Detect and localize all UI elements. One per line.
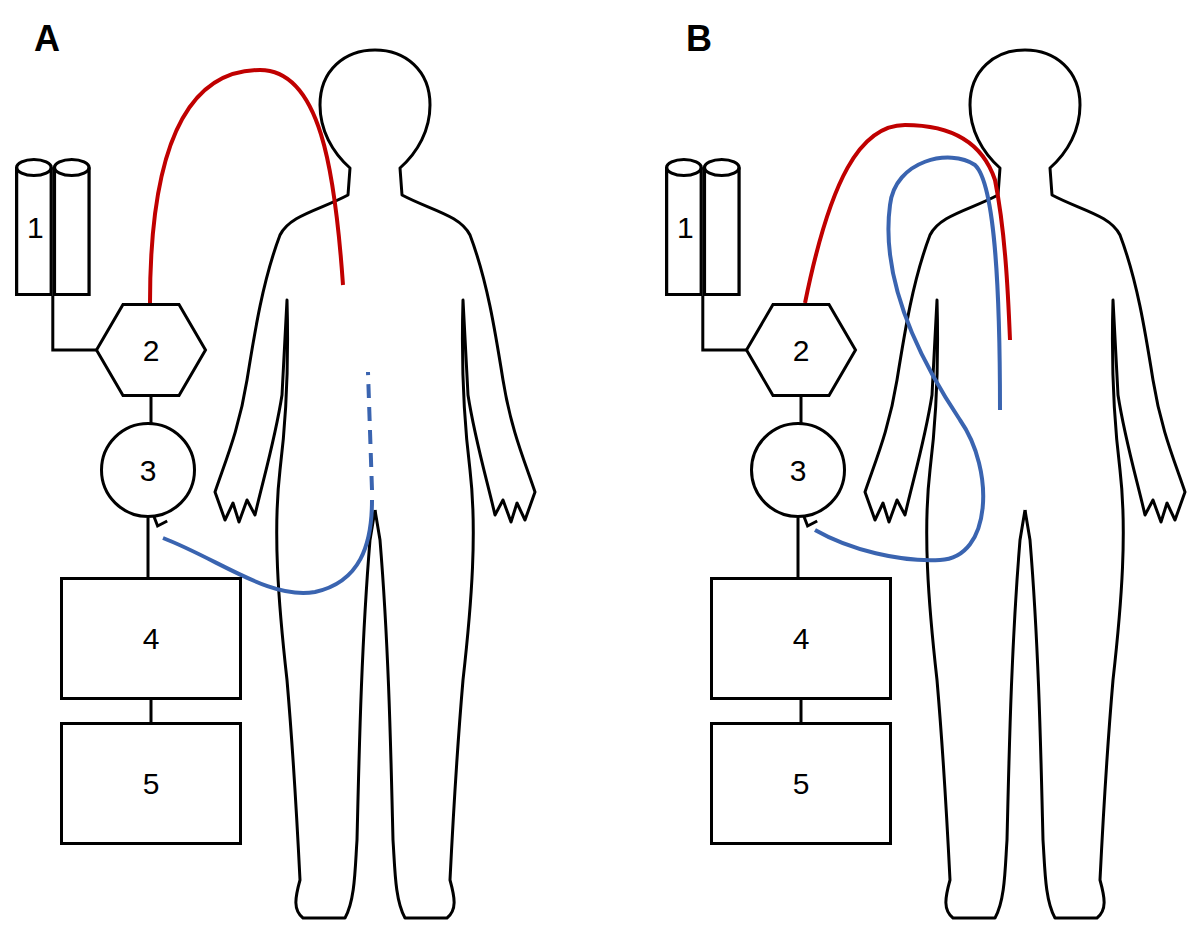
tube-connector — [150, 700, 153, 723]
callout-number: 1 — [27, 211, 44, 244]
panel-label: A — [34, 18, 60, 60]
callout-number: 4 — [793, 622, 810, 655]
tube-connector — [147, 518, 150, 578]
arterial-cannula — [805, 125, 1010, 340]
oxygenator-hexagon: 2 — [745, 303, 857, 397]
tube-connector — [703, 296, 747, 350]
arterial-cannula — [150, 70, 343, 303]
system-box: 5 — [710, 722, 892, 845]
cyl-outline — [15, 158, 91, 296]
cyl-outline — [665, 158, 741, 296]
tube-connector — [53, 296, 97, 350]
callout-number: 2 — [143, 334, 160, 367]
venous-cannula-tip — [368, 372, 372, 490]
gas-cylinder: 1 — [15, 158, 91, 296]
gas-cylinder: 1 — [665, 158, 741, 296]
callout-number: 1 — [677, 211, 694, 244]
panel-label: B — [686, 18, 712, 60]
system-box: 4 — [60, 577, 242, 700]
system-box: 5 — [60, 722, 242, 845]
tube-connector — [800, 397, 803, 423]
callout-number: 3 — [140, 454, 157, 487]
callout-number: 5 — [793, 767, 810, 800]
pump-circle: 3 — [100, 422, 196, 518]
system-box: 4 — [710, 577, 892, 700]
pump-circle: 3 — [750, 422, 846, 518]
callout-number: 4 — [143, 622, 160, 655]
oxygenator-hexagon: 2 — [95, 303, 207, 397]
tube-connector — [150, 397, 153, 423]
callout-number: 2 — [793, 334, 810, 367]
callout-number: 5 — [143, 767, 160, 800]
body-silhouette — [215, 50, 535, 918]
tube-connector — [797, 518, 800, 578]
tube-connector — [800, 700, 803, 723]
body-silhouette — [865, 50, 1185, 918]
callout-number: 3 — [790, 454, 807, 487]
